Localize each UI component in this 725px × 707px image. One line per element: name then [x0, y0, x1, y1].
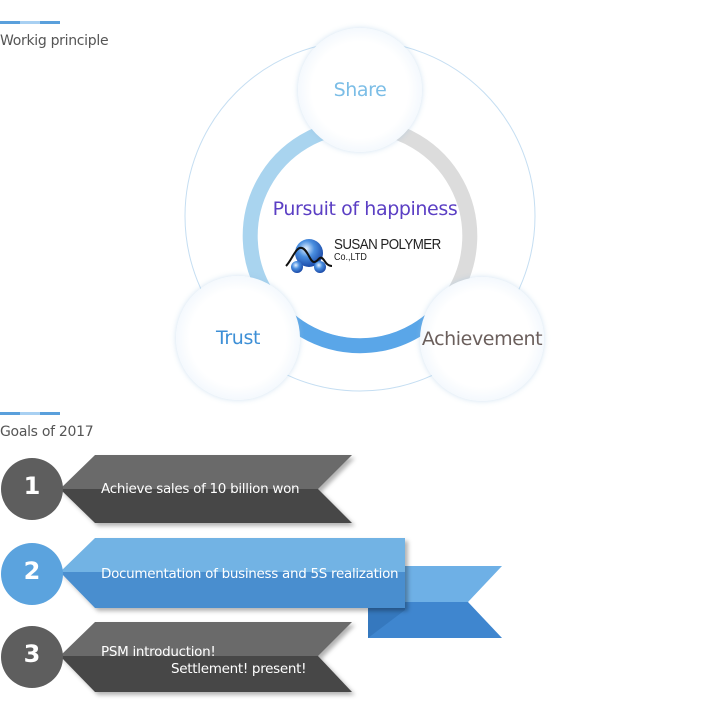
- molecule-logo-icon: [285, 239, 333, 273]
- goal-number: 3: [23, 640, 41, 668]
- goal-text-line-1: PSM introduction!: [101, 644, 216, 660]
- goal-ribbon-2: [1, 538, 502, 638]
- section-accent-bar: [0, 21, 60, 24]
- goal-number: 1: [23, 472, 41, 500]
- node-trust: Trust: [176, 276, 300, 400]
- goals-section-title: Goals of 2017: [0, 424, 94, 440]
- goal-ribbon-3: [1, 622, 352, 692]
- principle-section-title: Workig principle: [0, 33, 109, 49]
- goal-number: 2: [23, 557, 41, 585]
- center-title: Pursuit of happiness: [272, 198, 458, 220]
- goal-text-line-2: Settlement! present!: [171, 661, 307, 677]
- working-principle-diagram: Pursuit of happiness SUSAN POLYMER Co.,L…: [170, 20, 560, 420]
- logo-company-name: SUSAN POLYMER: [334, 237, 441, 253]
- goal-item-1: 1 Achieve sales of 10 billion won: [0, 455, 370, 530]
- goal-number-circle: [1, 626, 63, 688]
- goal-number-circle: [1, 458, 63, 520]
- goal-ribbon-1: [1, 455, 352, 523]
- logo-company-suffix: Co.,LTD: [334, 252, 367, 263]
- center-disc: [258, 134, 462, 338]
- node-achievement: Achievement: [420, 277, 544, 401]
- goal-text: Achieve sales of 10 billion won: [101, 481, 300, 497]
- goal-number-circle: [1, 543, 63, 605]
- node-share: Share: [298, 28, 422, 152]
- goal-item-2: 2 Documentation of business and 5S reali…: [0, 538, 510, 643]
- section-accent-bar: [0, 412, 60, 415]
- goal-item-3: 3 PSM introduction! Settlement! present!: [0, 622, 370, 702]
- company-logo: SUSAN POLYMER Co.,LTD: [284, 234, 454, 278]
- goal-text: Documentation of business and 5S realiza…: [101, 566, 399, 582]
